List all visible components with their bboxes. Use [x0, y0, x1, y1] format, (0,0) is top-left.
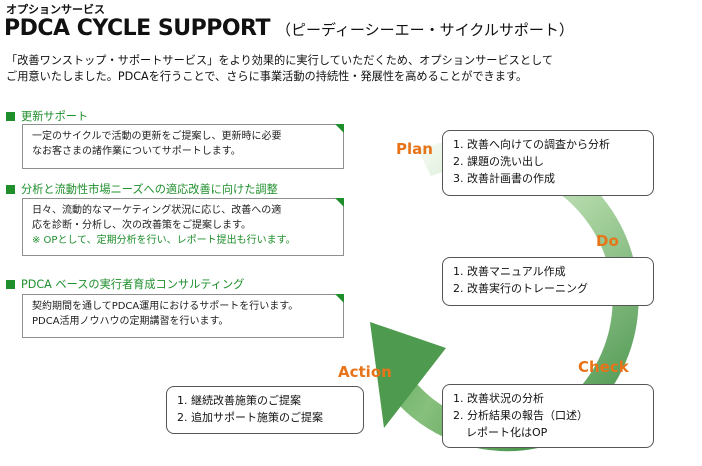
section-heading-analysis: 分析と流動性市場ニーズへの適応改善に向けた調整 — [6, 181, 278, 197]
section-box-consulting: 契約期間を通してPDCA運用におけるサポートを行います。 PDCA活用ノウハウの… — [22, 294, 344, 338]
plan-steps-box: 1. 改善へ向けての調査から分析 2. 課題の洗い出し 3. 改善計画書の作成 — [442, 130, 654, 196]
corner-fold-icon — [335, 198, 344, 207]
section-text-line: 応を診断・分析し、次の改善策をご提案します。 — [32, 220, 251, 231]
step-item: 1. 改善へ向けての調査から分析 — [453, 138, 610, 151]
page-title-main: PDCA CYCLE SUPPORT — [4, 16, 270, 41]
stage-label-plan: Plan — [396, 140, 433, 158]
step-item: 3. 改善計画書の作成 — [453, 172, 555, 185]
section-text-line: PDCA活用ノウハウの定期講習を行います。 — [32, 316, 229, 327]
step-item: 1. 改善マニュアル作成 — [453, 265, 566, 278]
step-item: 1. 継続改善施策のご提案 — [177, 394, 301, 407]
section-text-line: 一定のサイクルで活動の更新をご提案し、更新時に必要 — [32, 131, 282, 142]
section-heading-consulting: PDCA ベースの実行者育成コンサルティング — [6, 276, 244, 292]
stage-label-check: Check — [578, 358, 629, 376]
corner-fold-icon — [335, 124, 344, 133]
action-steps-box: 1. 継続改善施策のご提案 2. 追加サポート施策のご提案 — [166, 386, 364, 434]
do-steps-box: 1. 改善マニュアル作成 2. 改善実行のトレーニング — [442, 257, 654, 306]
intro-line: ご用意いたしました。PDCAを行うことで、さらに事業活動の持続性・発展性を高める… — [6, 70, 528, 83]
section-heading-renewal: 更新サポート — [6, 108, 88, 124]
section-text-line: 日々、流動的なマーケティング状況に応じ、改善への適 — [32, 205, 282, 216]
cycle-arrow-head — [370, 322, 446, 428]
square-bullet-icon — [6, 112, 15, 121]
intro-line: 「改善ワンストップ・サポートサービス」をより効果的に実行していただくため、オプシ… — [6, 54, 554, 67]
stage-label-do: Do — [596, 232, 619, 250]
service-category-label: オプションサービス — [6, 3, 105, 16]
step-item: 2. 追加サポート施策のご提案 — [177, 411, 323, 424]
section-box-analysis: 日々、流動的なマーケティング状況に応じ、改善への適 応を診断・分析し、次の改善策… — [22, 198, 344, 256]
step-item: レポート化はOP — [466, 426, 548, 439]
cycle-arrow-band — [418, 138, 639, 448]
section-text-line: なお客さまの諸作業についてサポートします。 — [32, 146, 241, 157]
section-box-renewal: 一定のサイクルで活動の更新をご提案し、更新時に必要 なお客さまの諸作業についてサ… — [22, 124, 344, 169]
step-item: 2. 分析結果の報告（口述） — [453, 409, 588, 422]
step-item: 2. 改善実行のトレーニング — [453, 282, 588, 295]
intro-paragraph: 「改善ワンストップ・サポートサービス」をより効果的に実行していただくため、オプシ… — [6, 53, 700, 85]
page-title-reading: （ピーディーシーエー・サイクルサポート） — [275, 21, 574, 39]
check-steps-box: 1. 改善状況の分析 2. 分析結果の報告（口述） レポート化はOP — [442, 384, 654, 448]
square-bullet-icon — [6, 280, 15, 289]
section-note-line: ※ OPとして、定期分析を行い、レポート提出も行います。 — [32, 235, 296, 246]
corner-fold-icon — [335, 294, 344, 303]
stage-label-action: Action — [338, 363, 392, 381]
step-item: 2. 課題の洗い出し — [453, 155, 544, 168]
square-bullet-icon — [6, 185, 15, 194]
page-title: PDCA CYCLE SUPPORT （ピーディーシーエー・サイクルサポート） — [4, 16, 574, 41]
section-text-line: 契約期間を通してPDCA運用におけるサポートを行います。 — [32, 301, 299, 312]
step-item: 1. 改善状況の分析 — [453, 392, 544, 405]
